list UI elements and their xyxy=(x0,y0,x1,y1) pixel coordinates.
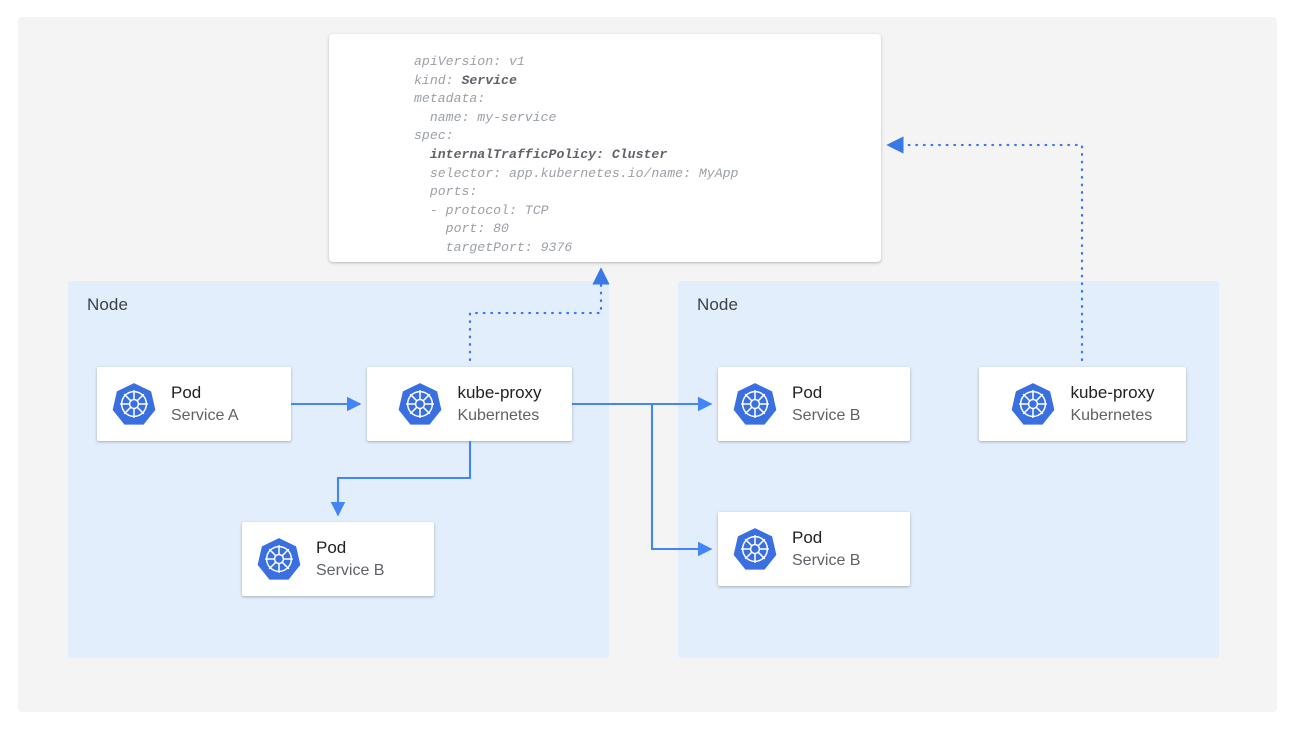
node-label-left: Node xyxy=(87,295,129,314)
card-text: kube-proxy Kubernetes xyxy=(1070,382,1154,425)
card-text: Pod Service B xyxy=(792,527,860,570)
card-subtitle: Kubernetes xyxy=(457,406,540,424)
card-kube-proxy-right[interactable]: kube-proxy Kubernetes xyxy=(979,367,1186,441)
card-subtitle: Service B xyxy=(316,561,385,579)
card-text: kube-proxy Kubernetes xyxy=(457,382,541,425)
card-subtitle: Service B xyxy=(792,551,861,569)
card-title: kube-proxy xyxy=(457,383,542,403)
card-text: Pod Service A xyxy=(171,382,239,425)
kubernetes-icon xyxy=(1012,383,1055,425)
service-yaml-code: apiVersion: v1 kind: Service metadata: n… xyxy=(414,54,739,255)
card-title: kube-proxy xyxy=(1070,383,1155,403)
card-text: Pod Service B xyxy=(792,382,860,425)
kubernetes-icon xyxy=(733,528,777,570)
card-text: Pod Service B xyxy=(316,537,384,580)
card-pod-service-b-top[interactable]: Pod Service B xyxy=(718,367,910,441)
kubernetes-icon xyxy=(112,383,156,425)
card-kube-proxy-left[interactable]: kube-proxy Kubernetes xyxy=(367,367,572,441)
service-yaml-panel: apiVersion: v1 kind: Service metadata: n… xyxy=(329,34,881,262)
kubernetes-icon xyxy=(733,383,777,425)
card-subtitle: Service B xyxy=(792,406,861,424)
node-container-right: Node xyxy=(678,281,1219,658)
card-pod-service-b-local[interactable]: Pod Service B xyxy=(242,522,434,596)
node-container-left: Node xyxy=(68,281,609,658)
card-title: Pod xyxy=(316,538,347,558)
card-subtitle: Service A xyxy=(171,406,239,424)
card-pod-service-a[interactable]: Pod Service A xyxy=(97,367,291,441)
kubernetes-icon xyxy=(257,538,301,580)
kubernetes-icon xyxy=(399,383,442,425)
card-title: Pod xyxy=(792,383,823,403)
node-label-right: Node xyxy=(697,295,739,314)
card-pod-service-b-bottom[interactable]: Pod Service B xyxy=(718,512,910,586)
card-title: Pod xyxy=(171,383,202,403)
card-title: Pod xyxy=(792,528,823,548)
card-subtitle: Kubernetes xyxy=(1070,406,1153,424)
